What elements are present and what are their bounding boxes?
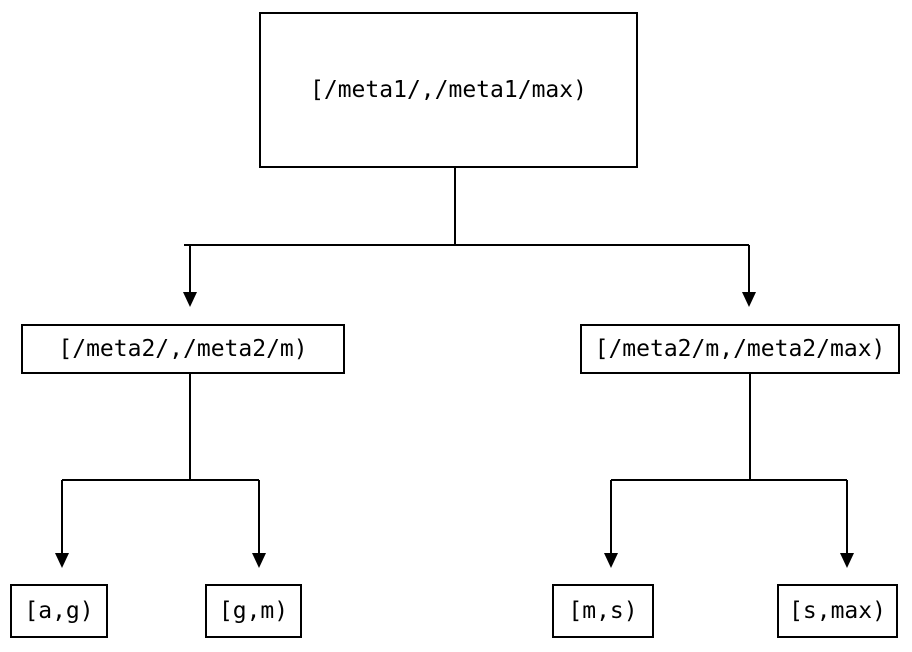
node-leaf-a-g-label: [a,g) [24,597,94,624]
node-leaf-s-max-label: [s,max) [789,597,886,624]
node-mid-right-label: [/meta2/m,/meta2/max) [594,335,886,362]
node-root-label: [/meta1/,/meta1/max) [310,76,587,103]
node-leaf-g-m[interactable]: [g,m) [205,584,302,638]
node-mid-left-label: [/meta2/,/meta2/m) [58,335,308,362]
node-leaf-s-max[interactable]: [s,max) [777,584,898,638]
arrowhead-to-leaf-0 [55,553,69,568]
arrowhead-to-leaf-2 [604,553,618,568]
node-mid-right[interactable]: [/meta2/m,/meta2/max) [580,324,900,374]
node-root[interactable]: [/meta1/,/meta1/max) [259,12,638,168]
node-leaf-m-s[interactable]: [m,s) [552,584,654,638]
arrowhead-to-leaf-3 [840,553,854,568]
arrowhead-to-leaf-1 [252,553,266,568]
node-mid-left[interactable]: [/meta2/,/meta2/m) [21,324,345,374]
node-leaf-m-s-label: [m,s) [568,597,638,624]
node-leaf-g-m-label: [g,m) [218,597,289,624]
arrowhead-to-mid-right [742,292,756,307]
node-leaf-a-g[interactable]: [a,g) [10,584,108,638]
arrowhead-to-mid-left [183,292,197,307]
